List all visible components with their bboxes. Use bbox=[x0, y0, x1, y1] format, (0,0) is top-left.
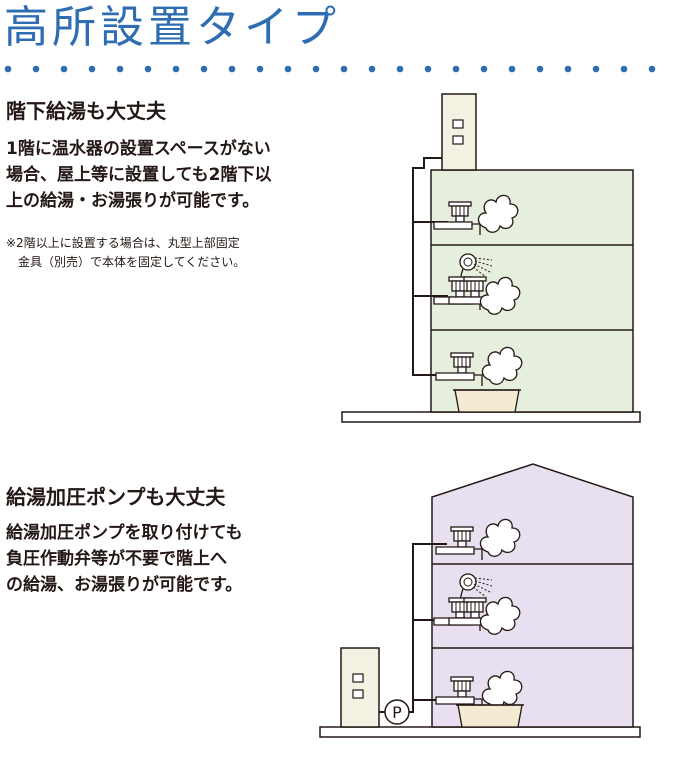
section2-title: 給湯加圧ポンプも大丈夫 bbox=[6, 485, 226, 509]
dotted-divider bbox=[4, 65, 656, 73]
section1-title: 階下給湯も大丈夫 bbox=[6, 99, 166, 123]
section2-body: 給湯加圧ポンプを取り付けても 負圧作動弁等が不要で階上へ の給湯、お湯張りが可能… bbox=[6, 523, 243, 595]
pump-label: P bbox=[392, 703, 402, 722]
figure-booster-pump: P bbox=[319, 463, 641, 738]
page-title: 高所設置タイプ bbox=[4, 2, 340, 53]
figure-rooftop-installation bbox=[341, 93, 641, 423]
section1-note: ※2階以上に設置する場合は、丸型上部固定 金具（別売）で本体を固定してください。 bbox=[6, 236, 246, 269]
section1-body: 1階に温水器の設置スペースがない 場合、屋上等に設置しても2階下以 上の給湯・お… bbox=[6, 139, 272, 211]
